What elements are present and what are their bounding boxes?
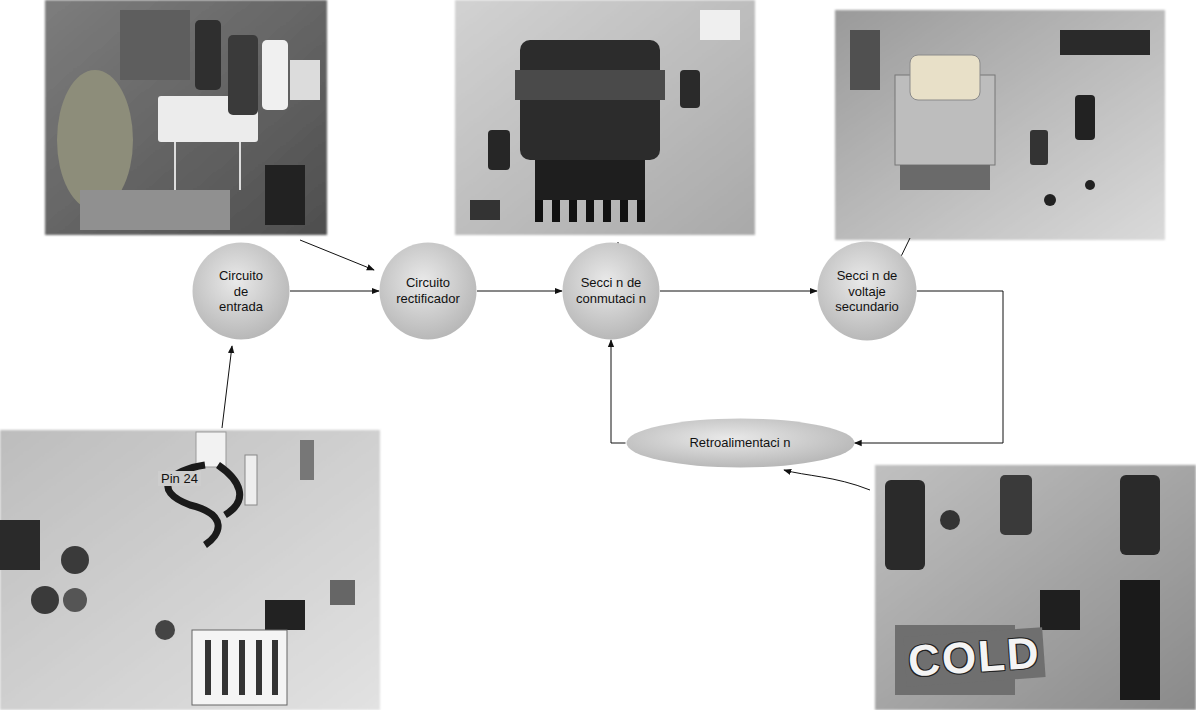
photo-secondary-transformer-part (910, 55, 980, 100)
photo-switching-transformer-part-part (552, 200, 560, 222)
photo-input-board-part (0, 430, 380, 710)
photo-switching-transformer-part (700, 10, 740, 40)
photo-input-board-part (31, 586, 59, 614)
photo-secondary-transformer-part (835, 10, 1165, 240)
node-text-group: Circuito rectificador (388, 275, 468, 306)
leader-arrows-part (300, 240, 374, 270)
photo-input-filter-part (195, 20, 221, 90)
photo-switching-transformer-part (680, 70, 700, 108)
photo-secondary-transformer-part (900, 165, 990, 190)
board-marking: COLD (903, 627, 1045, 687)
photo-input-board-part (192, 630, 287, 705)
photo-input-board-part (196, 432, 226, 467)
photo-input-filter-part (265, 165, 305, 225)
photo-input-filter-part (45, 0, 327, 235)
photo-input-filter-part (262, 40, 288, 110)
process-circle: Secci n de voltaje secundario (817, 241, 917, 341)
node-text-group: Secci n de voltaje secundario (833, 268, 901, 315)
photo-secondary-transformer-part (1030, 130, 1048, 165)
node-fill (818, 242, 917, 341)
photo-feedback-board-part (875, 465, 1196, 710)
photo-input-filter-part (57, 70, 133, 210)
photo-input-board-part-part (272, 640, 278, 695)
node-label: Secci n de voltaje secundario (833, 268, 901, 315)
photo-feedback-board-part (940, 510, 960, 530)
photo-input-board-part-part (205, 640, 211, 695)
node-label: Retroalimentaci n (665, 435, 815, 451)
photo-input-board-part (63, 588, 87, 612)
photo-switching-transformer (455, 0, 755, 235)
photo-switching-transformer-part (455, 0, 755, 235)
photo-feedback-board (875, 465, 1196, 710)
photo-input-board-part (155, 620, 175, 640)
flow-arrow (660, 291, 817, 292)
photo-feedback-board-part (1000, 475, 1032, 535)
node-text-group: Circuito de entrada (211, 268, 271, 315)
photo-input-board-part-part (222, 640, 228, 695)
photo-secondary-transformer-part (1044, 194, 1056, 206)
node-label: Secci n de conmutaci n (571, 275, 651, 306)
photo-input-board-part (245, 455, 257, 505)
photo-switching-transformer-part (535, 200, 645, 222)
photo-switching-transformer-part-part (637, 200, 645, 222)
photo-switching-transformer-part-part (620, 200, 628, 222)
photo-feedback-board-part (1120, 475, 1160, 555)
pin-label: Pin 24 (158, 471, 201, 486)
photo-switching-transformer-part-part (586, 200, 594, 222)
photo-feedback-board-part (1120, 580, 1160, 700)
feedback-ellipse: Retroalimentaci n (626, 418, 855, 468)
photo-input-filter-part (228, 35, 258, 115)
photo-input-board-part (218, 465, 240, 515)
process-circle: Secci n de conmutaci n (562, 242, 660, 340)
photo-switching-transformer-part (515, 70, 665, 100)
photo-secondary-transformer-part (1075, 95, 1095, 140)
photo-switching-transformer-part-part (535, 200, 543, 222)
photo-switching-transformer-part-part (603, 200, 611, 222)
photo-secondary-transformer-part (850, 30, 880, 90)
photo-input-board-part (61, 546, 89, 574)
photo-input-filter-part (174, 142, 176, 190)
photo-input-board (0, 430, 380, 710)
photo-input-board-part-part (239, 640, 245, 695)
flow-arrow (290, 291, 379, 292)
photo-secondary-transformer-part (1085, 180, 1095, 190)
node-text-group: Secci n de conmutaci n (571, 275, 651, 306)
photo-input-board-part (300, 440, 314, 480)
flow-arrow (611, 340, 626, 443)
leader-arrows-part (784, 470, 870, 490)
process-circle: Circuito rectificador (379, 242, 477, 340)
photo-feedback-board-part (885, 480, 925, 570)
node-fill (193, 243, 290, 340)
photo-switching-transformer-part-part (569, 200, 577, 222)
node-label: Circuito rectificador (388, 275, 468, 306)
photo-secondary-transformer (835, 10, 1165, 240)
photo-input-board-part (0, 520, 40, 570)
photo-switching-transformer-part (535, 160, 645, 200)
node-text-group: Retroalimentaci n (665, 435, 815, 451)
node-fill (380, 243, 477, 340)
leader-arrows (222, 238, 910, 490)
photo-input-filter-part (120, 10, 190, 80)
photo-input-filter-part (290, 60, 320, 100)
photo-input-filter-part (239, 142, 241, 190)
node-fill (626, 419, 854, 468)
photo-input-board-part (265, 600, 305, 630)
photo-switching-transformer-part (470, 200, 500, 220)
photo-input-filter (45, 0, 327, 235)
flow-arrow (477, 291, 562, 292)
photo-secondary-transformer-part (1060, 30, 1150, 55)
node-fill (563, 243, 660, 340)
photo-input-board-part (205, 640, 278, 695)
photo-input-filter-part (80, 190, 230, 230)
photo-feedback-board-part (1040, 590, 1080, 630)
leader-arrows-part (222, 346, 232, 428)
photo-input-board-part-part (256, 640, 262, 695)
process-circle: Circuito de entrada (192, 242, 290, 340)
node-label: Circuito de entrada (211, 268, 271, 315)
photo-switching-transformer-part (488, 130, 510, 170)
photo-input-board-part (330, 580, 355, 605)
